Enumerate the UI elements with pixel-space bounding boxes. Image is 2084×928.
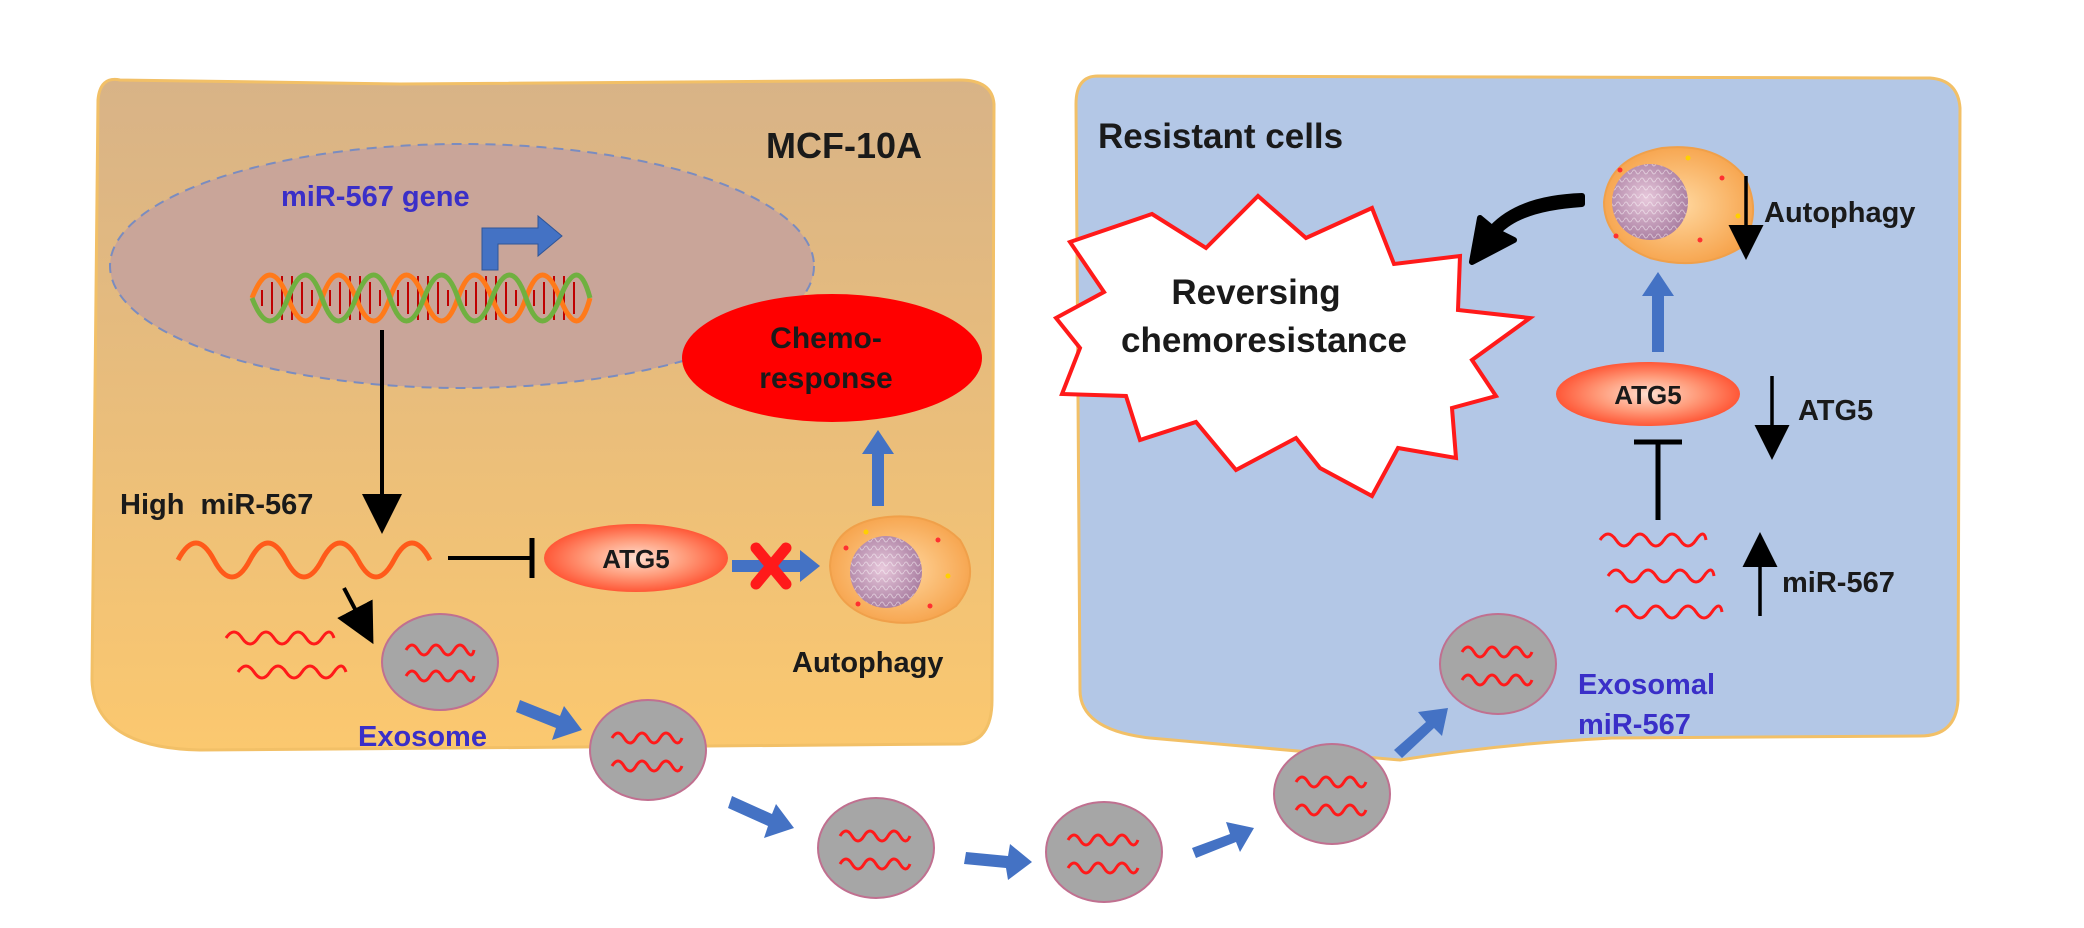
chemo-response-line1: Chemo- (770, 322, 882, 355)
right-panel: Resistant cells Reversing chemoresistanc… (1052, 74, 1962, 762)
atg5-label-left: ATG5 (602, 544, 669, 574)
exosome-vesicle (589, 699, 707, 801)
high-mir567-label: High miR-567 (120, 489, 313, 521)
exosomal-line2: miR-567 (1578, 709, 1691, 741)
transport-arrow (964, 844, 1032, 880)
reversing-line1: Reversing (1171, 273, 1340, 312)
exosome-vesicle (381, 613, 499, 711)
reversing-starburst (1052, 193, 1536, 499)
left-panel: MCF-10A miR-567 gene (90, 77, 996, 753)
exosome-vesicle (1439, 613, 1557, 715)
reversing-line2: chemoresistance (1121, 321, 1407, 360)
exosome-label: Exosome (358, 721, 487, 753)
autophagy-label-left: Autophagy (792, 647, 943, 679)
secretion-arrow (337, 587, 374, 645)
dna-helix-icon (249, 272, 593, 324)
inhibition-symbol-left (448, 538, 535, 578)
left-panel-title: MCF-10A (766, 125, 922, 166)
free-mir567-strands (224, 630, 348, 680)
transport-arrow (728, 796, 794, 838)
exosome-vesicle (1045, 801, 1163, 903)
transcription-start-icon (481, 214, 563, 271)
chemo-response-ellipse (682, 294, 982, 422)
transport-arrow (516, 700, 582, 740)
atg5-pill-label-right: ATG5 (1614, 380, 1681, 410)
inhibition-symbol-right (1634, 439, 1682, 520)
exosome-vesicle (817, 797, 935, 899)
atg5-pill-right (1556, 362, 1740, 426)
right-panel-title: Resistant cells (1098, 117, 1343, 156)
autophagy-cell-right (1602, 146, 1755, 265)
autophagy-label-right: Autophagy (1764, 197, 1915, 229)
transport-arrow (1394, 708, 1448, 758)
transport-arrow (1192, 822, 1254, 858)
chemo-response-line2: response (759, 362, 892, 395)
exosomal-line1: Exosomal (1578, 669, 1715, 701)
curved-effect-arrow (1469, 193, 1585, 265)
upregulation-arrow-right (1642, 272, 1674, 352)
nucleus-ellipse (109, 143, 815, 389)
atg5-pill-left (544, 524, 728, 592)
block-x-icon (750, 542, 792, 590)
mir567-label-right: miR-567 (1782, 567, 1895, 599)
mir567-strands-right (1598, 532, 1724, 620)
mir567-gene-label: miR-567 gene (281, 181, 470, 213)
upregulation-arrow-left (862, 430, 894, 506)
exosome-trail (381, 613, 1557, 903)
mir567-transcript-wave (175, 540, 433, 580)
atg5-label-right: ATG5 (1798, 395, 1873, 427)
autophagy-cell-left (828, 515, 972, 624)
exosome-vesicle (1273, 743, 1391, 845)
